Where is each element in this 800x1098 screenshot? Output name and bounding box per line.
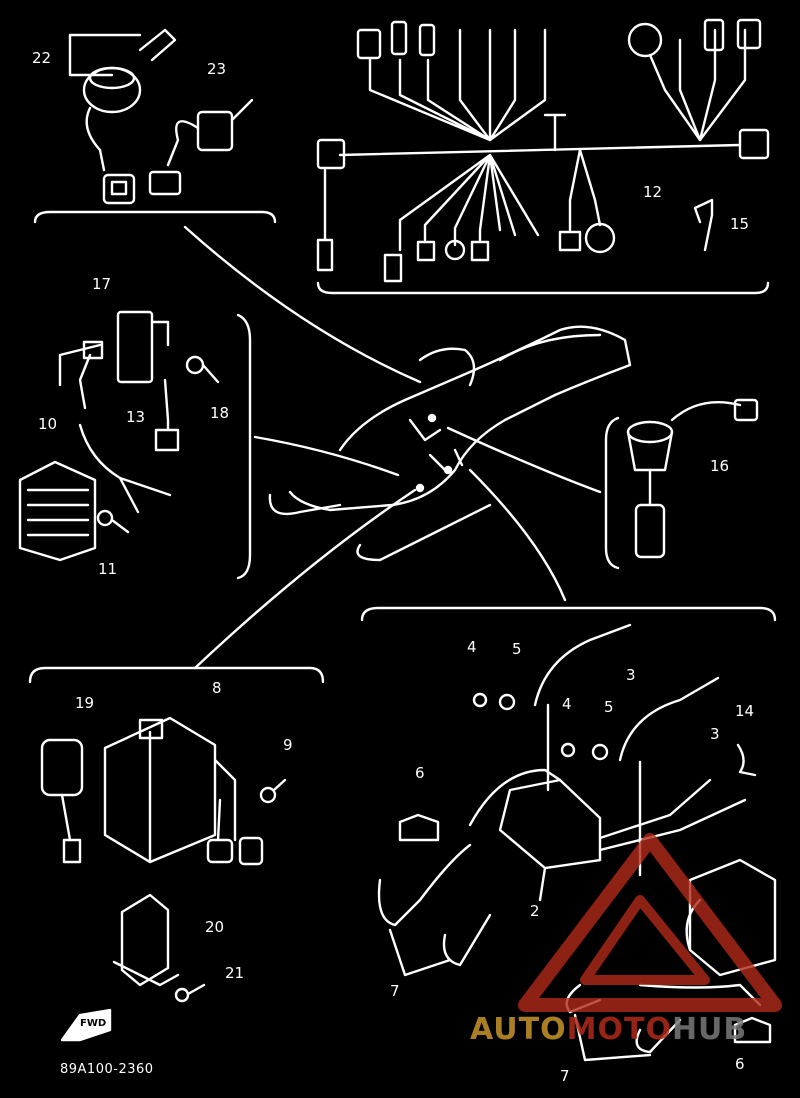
callout-16: 16 <box>710 457 730 475</box>
ignition-coil-part-2 <box>468 703 747 902</box>
main-switch-part-22 <box>68 28 177 205</box>
watermark-part-1: AUTO <box>470 1012 567 1047</box>
holder-part-6 <box>398 813 440 842</box>
callout-5-lower: 5 <box>604 698 614 716</box>
leader-line-c <box>193 488 417 670</box>
cdi-unit-part-8 <box>103 716 264 866</box>
part-code: 89A100-2360 <box>60 1062 154 1077</box>
screw-part-21 <box>174 983 206 1003</box>
callout-19: 19 <box>75 694 95 712</box>
unit-part-20 <box>112 893 180 987</box>
leader-line-a <box>183 225 422 384</box>
watermark-part-3: HUB <box>671 1012 748 1047</box>
callout-3-lower: 3 <box>710 725 720 743</box>
fwd-arrow <box>60 1008 112 1042</box>
callout-22: 22 <box>32 49 52 67</box>
callout-6-lower: 6 <box>735 1055 745 1073</box>
callout-17: 17 <box>92 275 112 293</box>
leader-line-b <box>253 435 400 477</box>
callout-10: 10 <box>38 415 58 433</box>
clip-part-14 <box>736 743 757 777</box>
leader-line-d <box>446 426 602 494</box>
bracket-top-right <box>316 281 770 295</box>
callout-7-left: 7 <box>390 982 400 1000</box>
callout-6-upper: 6 <box>415 764 425 782</box>
callout-7-bottom: 7 <box>560 1067 570 1085</box>
callout-18: 18 <box>210 404 230 422</box>
relay-part-17 <box>58 310 180 452</box>
callout-2: 2 <box>530 902 540 920</box>
watermark-logo-icon <box>518 833 782 1012</box>
snowmobile-outline <box>268 325 632 562</box>
callout-11: 11 <box>98 560 118 578</box>
watermark-text: AUTOMOTOHUB <box>470 1012 747 1047</box>
bolt-part-11 <box>96 509 130 534</box>
rectifier-part-10 <box>18 460 97 562</box>
clip-part-15 <box>693 198 714 252</box>
callout-20: 20 <box>205 918 225 936</box>
bracket-lower-right <box>360 606 777 622</box>
leads-part-3 <box>533 623 720 762</box>
bracket-mid-right <box>604 416 620 570</box>
callout-9: 9 <box>283 736 293 754</box>
screws-parts-4-5 <box>472 692 609 761</box>
callout-4-lower: 4 <box>562 695 572 713</box>
callout-4-upper: 4 <box>467 638 477 656</box>
fwd-label: FWD <box>80 1018 107 1029</box>
callout-12: 12 <box>643 183 663 201</box>
bolt-part-9 <box>259 778 287 804</box>
screw-part-18 <box>185 355 220 384</box>
callout-5-upper: 5 <box>512 640 522 658</box>
bracket-lower-left <box>28 666 325 684</box>
callout-8: 8 <box>212 679 222 697</box>
callout-3-upper: 3 <box>626 666 636 684</box>
leader-line-e <box>468 468 567 602</box>
bracket-mid-left <box>236 313 252 580</box>
callout-23: 23 <box>207 60 227 78</box>
callout-21: 21 <box>225 964 245 982</box>
part-16-assembly <box>626 398 759 559</box>
callout-14: 14 <box>735 702 755 720</box>
capacitor-part-19 <box>40 738 84 864</box>
callout-15: 15 <box>730 215 750 233</box>
holder-part-6-lower <box>733 1016 772 1044</box>
switch-part-23 <box>148 98 254 196</box>
wire-harness-part-12 <box>316 18 770 283</box>
lead-part-13 <box>78 423 172 514</box>
bracket-top-left <box>33 210 277 224</box>
watermark-part-2: MOTO <box>566 1012 672 1047</box>
callout-13: 13 <box>126 408 146 426</box>
